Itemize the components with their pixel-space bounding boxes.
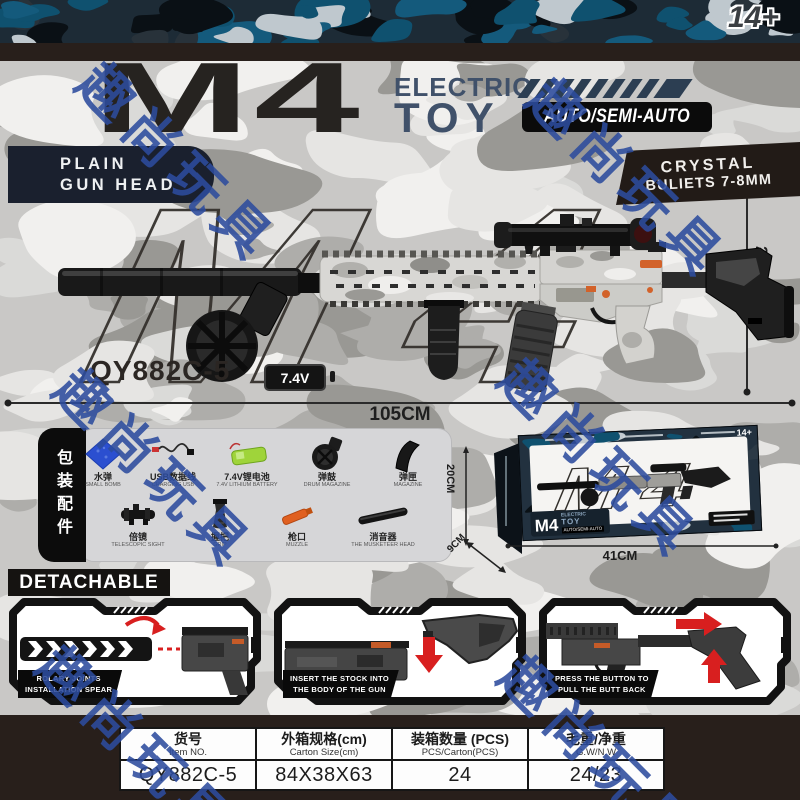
length-dimension-line <box>4 399 796 407</box>
package-item-battery: 7.4V锂电池 7.4V LITHIUM BATTERY <box>209 436 285 489</box>
package-panel <box>80 428 452 562</box>
package-side-label-text: 包装配件 <box>54 449 71 541</box>
spec-table: 货号 Item NO. 外箱规格(cm) Carton Size(cm) 装箱数… <box>119 727 665 791</box>
spec-header-item-no: 货号 Item NO. <box>119 727 257 761</box>
detachable-title: DETACHABLE <box>19 571 159 593</box>
logo-toy-label: TOY <box>394 94 501 141</box>
battery-badge: 7.4V <box>264 364 326 391</box>
package-item-scope: 倍镜 TELESCOPIC SIGHT <box>100 496 176 549</box>
detachable-banner: DETACHABLE <box>8 569 170 596</box>
silencer-icon <box>345 496 421 532</box>
package-item-grip: 握把 GRIP <box>182 496 258 549</box>
box-dimension-lines <box>463 446 779 573</box>
step-3-caption: PRESS THE BUTTON TO PULL THE BUTT BACK <box>548 669 659 698</box>
spec-table-value-row: QY882C-5 84X38X63 24 24/23 <box>119 759 665 791</box>
top-camo-banner <box>0 0 800 43</box>
drum-magazine-icon <box>289 436 365 472</box>
spec-table-header-row: 货号 Item NO. 外箱规格(cm) Carton Size(cm) 装箱数… <box>119 727 665 761</box>
receiver <box>539 238 666 325</box>
step-3-art <box>539 598 791 705</box>
box-illustration: 14+ M4 M4 ELECTRIC TOY AUTO/SEMI-AUTO <box>517 424 763 542</box>
callout-left-line2: GUN HEAD <box>60 175 177 194</box>
box-gun-art: M4 <box>537 450 731 525</box>
top-divider-bar <box>0 43 800 61</box>
box-age-rating: 14+ <box>736 427 753 438</box>
stock <box>647 247 794 341</box>
box-width-label: 41CM <box>602 548 638 563</box>
step-panel-2: INSERT THE STOCK INTO THE BODY OF THE GU… <box>273 597 527 707</box>
age-rating-badge: 14+ <box>728 1 779 34</box>
spec-header-carton-size: 外箱规格(cm) Carton Size(cm) <box>255 727 393 761</box>
spec-value-carton-size: 84X38X63 <box>255 759 393 791</box>
drum-magazine <box>186 281 288 382</box>
muzzle-icon <box>259 496 335 532</box>
grip-icon <box>182 496 258 532</box>
spec-value-pcs: 24 <box>391 759 529 791</box>
scope-sight <box>494 214 656 256</box>
spec-value-weight: 24/23 <box>527 759 665 791</box>
magazine-icon <box>370 436 446 472</box>
gun-illustration: M4 <box>34 190 794 400</box>
water-bomb-icon <box>65 436 141 472</box>
step-panel-3: PRESS THE BUTTON TO PULL THE BUTT BACK <box>538 597 792 707</box>
logo-m4-title: M4 <box>92 42 364 154</box>
scope-icon <box>100 496 176 532</box>
package-item-water-bomb: 水弹 SMALL BOMB <box>65 436 141 489</box>
suppressor <box>58 268 320 296</box>
package-side-label: 包装配件 <box>38 428 86 562</box>
auto-semi-auto-label: AUTO/SEMI-AUTO <box>543 106 691 127</box>
foregrip <box>424 300 464 380</box>
handguard <box>319 242 543 307</box>
spec-header-pcs: 装箱数量 (PCS) PCS/Carton(PCS) <box>391 727 529 761</box>
package-item-muzzle: 枪口 MUZZLE <box>259 496 335 549</box>
package-item-silencer: 消音器 THE MUSKETEER HEAD <box>345 496 421 549</box>
package-item-magazine: 弹匣 MAGAZINE <box>370 436 446 489</box>
length-dimension-label: 105CM <box>369 404 431 425</box>
auto-semi-auto-badge: AUTO/SEMI-AUTO <box>522 102 712 132</box>
step-panel-1: ROLARY JOINTS INSTALLATION SPEAR <box>8 597 262 707</box>
battery-icon <box>209 436 285 472</box>
logo-electric-label: ELECTRIC <box>394 72 532 102</box>
spec-value-item-no: QY882C-5 <box>119 759 257 791</box>
callout-crystal-bullets: CRYSTAL BULIETS 7-8MM <box>616 142 800 205</box>
box-logo: M4 ELECTRIC TOY AUTO/SEMI-AUTO <box>530 508 611 537</box>
box-height-label: 20CM <box>444 464 456 494</box>
stick-magazine <box>504 301 558 393</box>
package-item-usb: USB数据线 CHARGING USB <box>135 436 211 489</box>
logo-stripes-icon <box>517 79 693 98</box>
box-inner-panel: M4 <box>529 436 751 528</box>
spec-header-weight: 毛重/净重 G.W/N.W <box>527 727 665 761</box>
step-2-caption: INSERT THE STOCK INTO THE BODY OF THE GU… <box>283 669 399 698</box>
box-side-face <box>494 442 522 554</box>
package-item-drum: 弹鼓 DRUM MAGAZINE <box>289 436 365 489</box>
box-crystal-chip <box>708 510 755 527</box>
usb-cable-icon <box>135 436 211 472</box>
battery-nub-icon <box>330 371 335 382</box>
step-1-caption: ROLARY JOINTS INSTALLATION SPEAR <box>18 669 123 698</box>
pistol-grip <box>615 305 656 365</box>
model-number: QY882C-5 <box>90 355 231 386</box>
callout-plain-gun-head: PLAIN GUN HEAD <box>8 146 214 203</box>
callout-left-line1: PLAIN <box>60 154 127 173</box>
